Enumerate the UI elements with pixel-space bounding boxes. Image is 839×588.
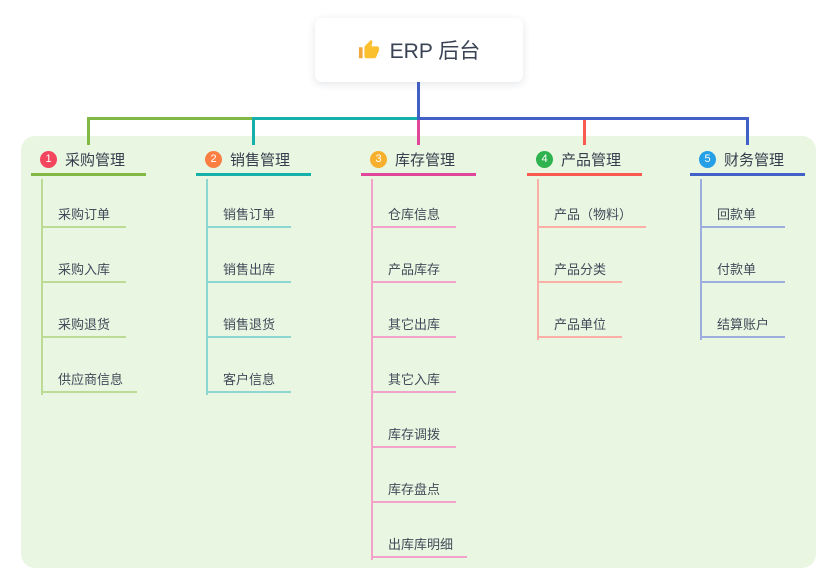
child-node[interactable]: 回款单 xyxy=(700,202,785,228)
branch-node[interactable]: 1 采购管理 xyxy=(31,146,146,176)
child-node[interactable]: 采购退货 xyxy=(41,312,126,338)
child-tree-line xyxy=(700,179,702,340)
branch-node[interactable]: 5 财务管理 xyxy=(690,146,805,176)
child-node[interactable]: 采购订单 xyxy=(41,202,126,228)
child-tree-line xyxy=(371,179,373,560)
branch-label: 采购管理 xyxy=(65,152,126,169)
child-node[interactable]: 产品分类 xyxy=(537,257,622,283)
branch-销售管理: 2 销售管理销售订单销售出库销售退货客户信息 xyxy=(196,146,311,395)
branch-bus-line xyxy=(252,117,420,120)
root-connector-line xyxy=(417,82,420,118)
branch-number-badge: 3 xyxy=(370,151,387,168)
child-node[interactable]: 仓库信息 xyxy=(371,202,456,228)
root-label: ERP 后台 xyxy=(389,40,481,63)
child-node[interactable]: 付款单 xyxy=(700,257,785,283)
branch-label: 财务管理 xyxy=(724,152,785,169)
child-node[interactable]: 库存盘点 xyxy=(371,477,456,503)
branch-bus-line xyxy=(417,117,749,120)
branch-number-badge: 1 xyxy=(40,151,57,168)
child-node[interactable]: 结算账户 xyxy=(700,312,785,338)
child-node[interactable]: 销售订单 xyxy=(206,202,291,228)
child-tree-line xyxy=(206,179,208,395)
branch-node[interactable]: 3 库存管理 xyxy=(361,146,476,176)
child-tree-line xyxy=(537,179,539,340)
thumbs-up-icon xyxy=(358,39,380,61)
branch-number-badge: 4 xyxy=(536,151,553,168)
branch-产品管理: 4 产品管理产品（物料） 产品分类产品单位 xyxy=(527,146,647,340)
branches-panel xyxy=(21,136,816,568)
branch-drop-line xyxy=(252,117,255,145)
branch-采购管理: 1 采购管理采购订单采购入库采购退货供应商信息 xyxy=(31,146,146,395)
child-tree-line xyxy=(41,179,43,395)
branch-label: 产品管理 xyxy=(561,152,622,169)
branch-label: 库存管理 xyxy=(395,152,456,169)
branch-label: 销售管理 xyxy=(230,152,291,169)
branch-财务管理: 5 财务管理回款单付款单结算账户 xyxy=(690,146,805,340)
branch-drop-line xyxy=(87,117,90,145)
child-node[interactable]: 产品单位 xyxy=(537,312,622,338)
branch-drop-line xyxy=(417,117,420,145)
child-node[interactable]: 供应商信息 xyxy=(41,367,138,393)
branch-number-badge: 5 xyxy=(699,151,716,168)
child-node[interactable]: 采购入库 xyxy=(41,257,126,283)
child-node[interactable]: 其它出库 xyxy=(371,312,456,338)
branch-库存管理: 3 库存管理仓库信息产品库存其它出库其它入库库存调拨库存盘点出库库明细 xyxy=(361,146,476,560)
child-node[interactable]: 销售退货 xyxy=(206,312,291,338)
branch-drop-line xyxy=(583,117,586,145)
child-node[interactable]: 其它入库 xyxy=(371,367,456,393)
child-node[interactable]: 产品库存 xyxy=(371,257,456,283)
branch-node[interactable]: 2 销售管理 xyxy=(196,146,311,176)
child-node[interactable]: 产品（物料） xyxy=(537,202,647,228)
child-node[interactable]: 销售出库 xyxy=(206,257,291,283)
branch-drop-line xyxy=(746,117,749,145)
branch-node[interactable]: 4 产品管理 xyxy=(527,146,642,176)
child-node[interactable]: 库存调拨 xyxy=(371,422,456,448)
branch-number-badge: 2 xyxy=(205,151,222,168)
child-node[interactable]: 客户信息 xyxy=(206,367,291,393)
child-node[interactable]: 出库库明细 xyxy=(371,532,468,558)
root-node[interactable]: ERP 后台 xyxy=(315,18,523,82)
